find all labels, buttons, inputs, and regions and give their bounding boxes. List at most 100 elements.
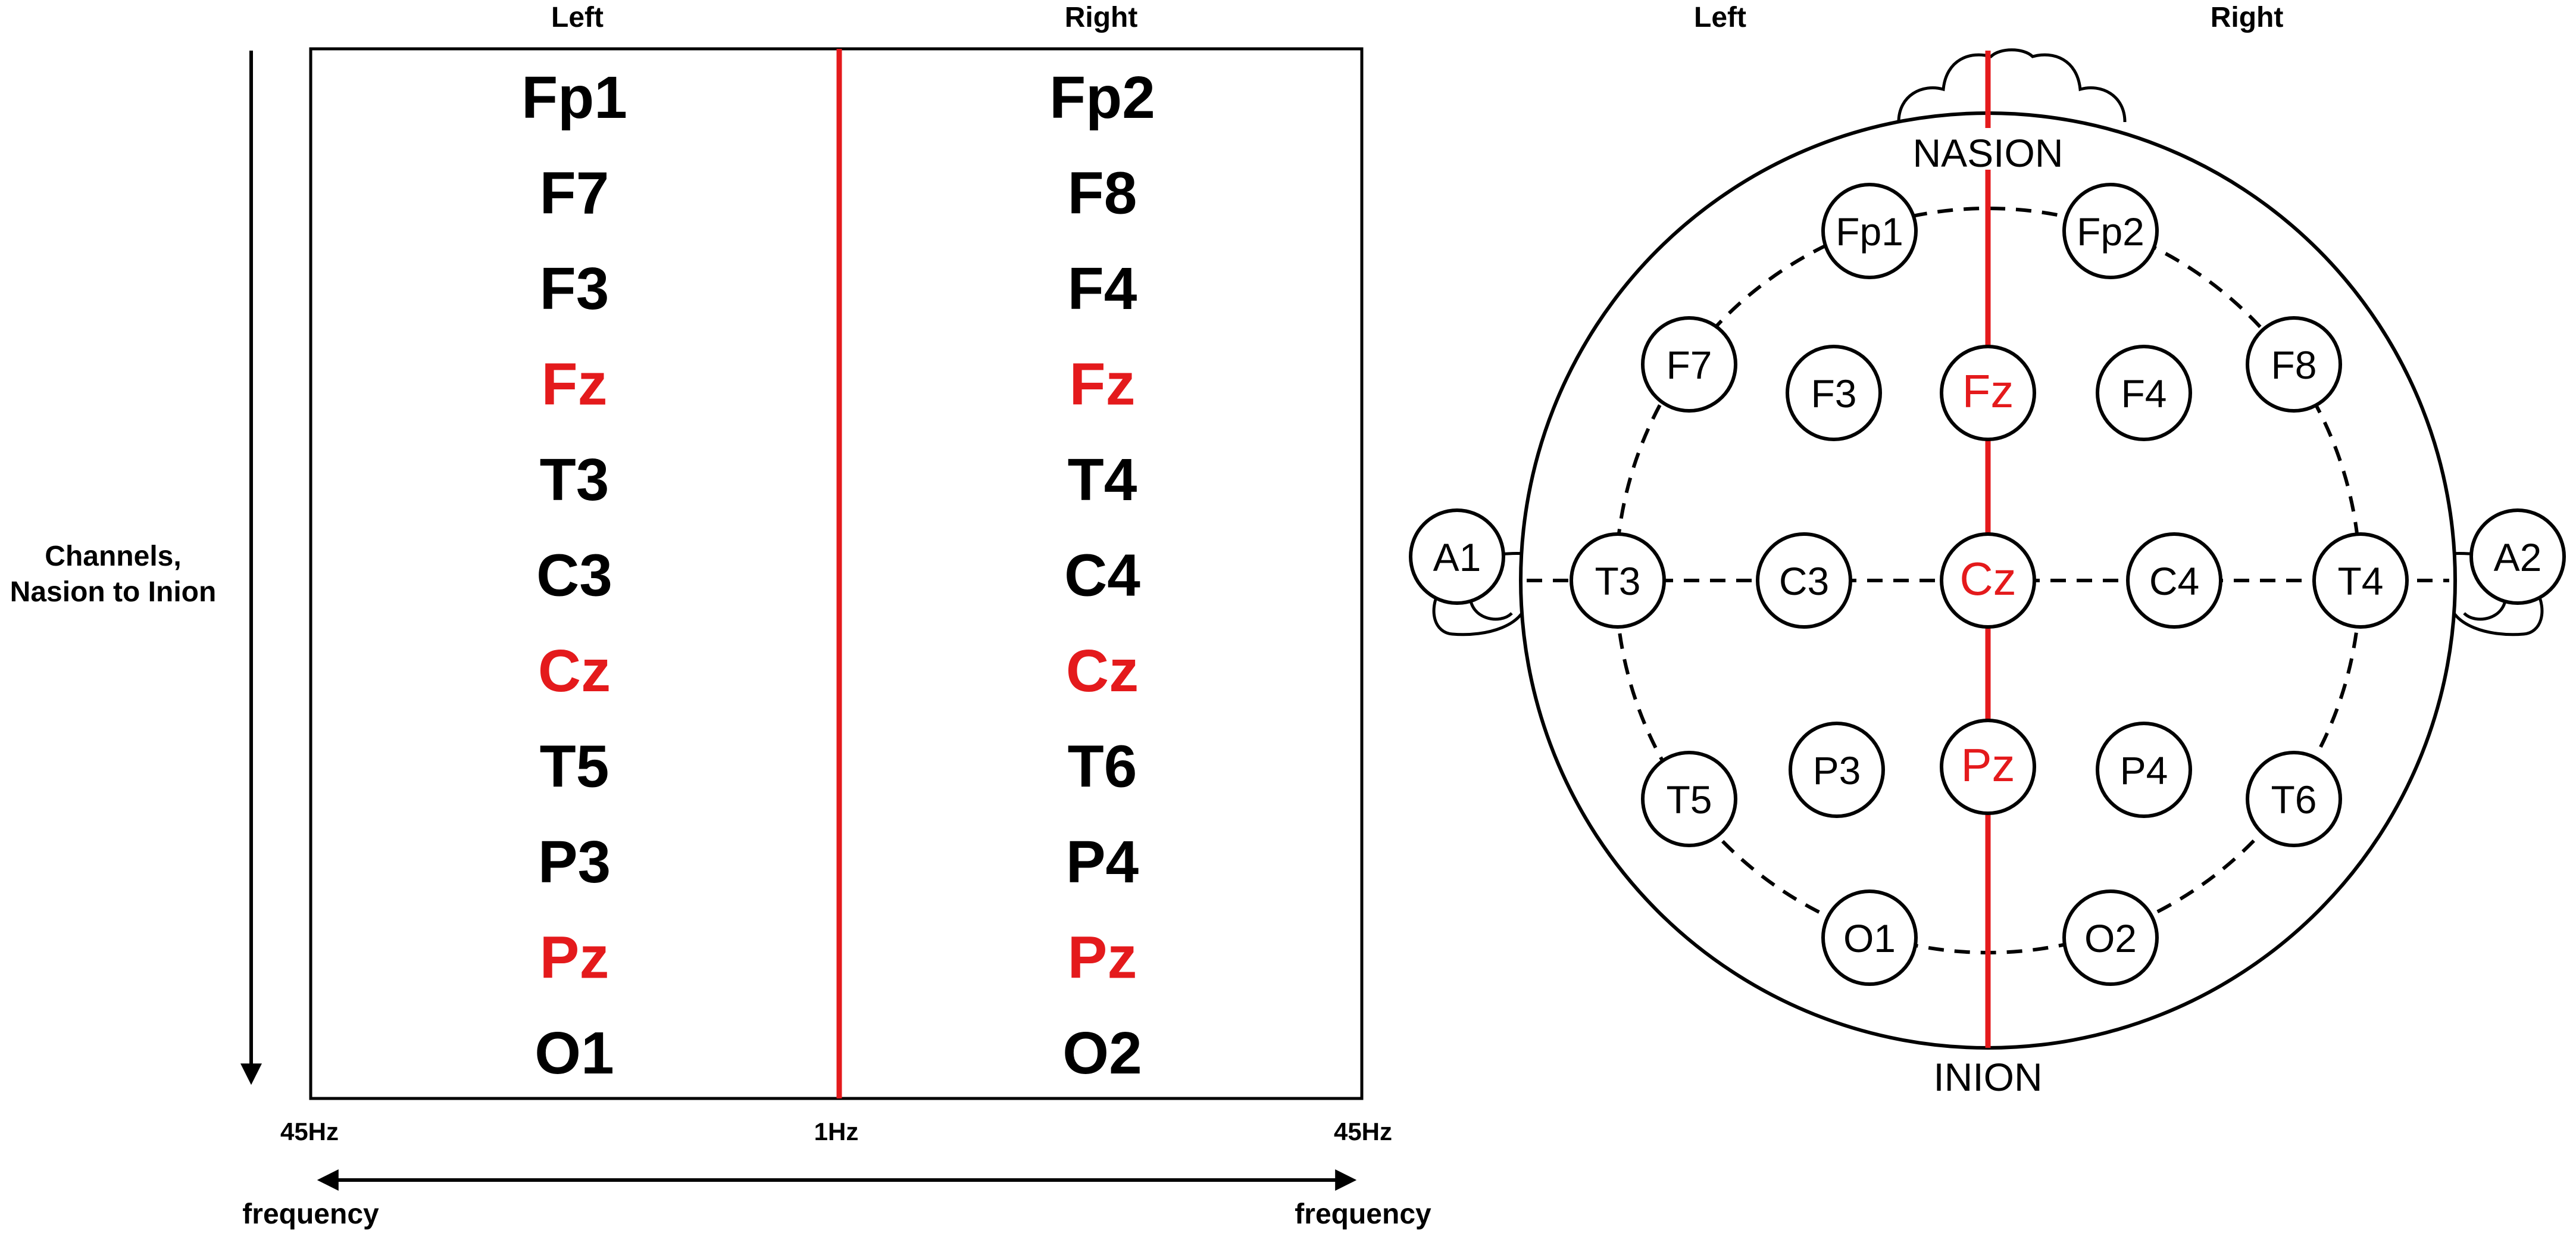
channel-label-right: O2 — [1062, 1020, 1142, 1087]
electrode-fz: Fz — [1940, 345, 2036, 441]
electrode-p4: P4 — [2096, 722, 2192, 818]
electrode-a1: A1 — [1409, 508, 1505, 605]
freq-label-left: frequency — [242, 1198, 379, 1230]
channel-label-left: F3 — [540, 255, 609, 322]
electrode-pz: Pz — [1940, 719, 2036, 815]
electrode-f7: F7 — [1641, 316, 1737, 413]
electrode-circle — [1940, 345, 2036, 441]
electrode-label: F7 — [1666, 343, 1712, 387]
electrode-f8: F8 — [2246, 316, 2342, 413]
channel-label-left: F7 — [540, 160, 609, 227]
electrode-circle — [1821, 183, 1918, 279]
channel-label-right: C4 — [1064, 542, 1140, 609]
electrode-circle — [1756, 532, 1852, 629]
freq-tick-right: 45Hz — [1334, 1118, 1392, 1146]
electrode-label: F4 — [2121, 372, 2167, 416]
channel-label-right: F4 — [1068, 255, 1137, 322]
head-header-right: Right — [2211, 2, 2284, 33]
electrode-label: A2 — [2494, 535, 2542, 579]
channel-label-left: O1 — [534, 1020, 614, 1087]
electrode-circle — [2246, 751, 2342, 847]
electrode-circle — [2062, 889, 2159, 986]
panel-header-left: Left — [551, 2, 604, 33]
nasion-label: NASION — [1912, 131, 2063, 175]
electrode-f3: F3 — [1786, 345, 1882, 441]
electrode-label: Fz — [1962, 365, 2014, 417]
electrode-cz: Cz — [1940, 532, 2036, 629]
electrode-circle — [1789, 722, 1885, 818]
electrode-fp1: Fp1 — [1821, 183, 1918, 279]
electrode-c4: C4 — [2126, 532, 2222, 629]
head-header-left: Left — [1694, 2, 1746, 33]
freq-tick-center: 1Hz — [814, 1118, 859, 1146]
channel-label-left: Fz — [541, 351, 607, 418]
electrode-circle — [1409, 508, 1505, 605]
electrode-label: C4 — [2149, 559, 2199, 603]
electrode-t4: T4 — [2312, 532, 2409, 629]
electrode-fp2: Fp2 — [2062, 183, 2159, 279]
electrode-circle — [1786, 345, 1882, 441]
electrode-label: C3 — [1779, 559, 1829, 603]
electrode-label: T5 — [1666, 778, 1712, 822]
electrode-circle — [1821, 889, 1918, 986]
electrode-label: T3 — [1595, 559, 1640, 603]
electrode-label: A1 — [1433, 535, 1481, 579]
electrode-circle — [1570, 532, 1666, 629]
electrode-label: T6 — [2271, 778, 2316, 822]
electrode-f4: F4 — [2096, 345, 2192, 441]
electrode-t5: T5 — [1641, 751, 1737, 847]
channel-grid-box — [309, 47, 1364, 1100]
inion-label: INION — [1933, 1055, 2042, 1099]
channel-label-right: P4 — [1066, 829, 1139, 895]
electrode-label: O2 — [2084, 916, 2137, 960]
electrode-p3: P3 — [1789, 722, 1885, 818]
electrode-circle — [2126, 532, 2222, 629]
channel-label-left: T5 — [540, 734, 609, 800]
electrode-circle — [2246, 316, 2342, 413]
electrode-circle — [2096, 345, 2192, 441]
electrode-circle — [2312, 532, 2409, 629]
channel-label-right: T6 — [1068, 734, 1137, 800]
electrode-label: Pz — [1961, 739, 2015, 791]
electrode-label: O1 — [1843, 916, 1896, 960]
electrode-circle — [2096, 722, 2192, 818]
channel-label-left: Pz — [540, 925, 609, 991]
nose-outline — [1897, 48, 2127, 123]
freq-label-right: frequency — [1295, 1198, 1431, 1230]
electrode-t6: T6 — [2246, 751, 2342, 847]
electrode-o1: O1 — [1821, 889, 1918, 986]
electrode-label: Cz — [1959, 553, 2016, 605]
electrode-t3: T3 — [1570, 532, 1666, 629]
electrode-a2: A2 — [2469, 508, 2566, 605]
channel-label-right: Cz — [1066, 638, 1139, 704]
channel-label-right: Pz — [1068, 925, 1137, 991]
electrode-circle — [2469, 508, 2566, 605]
electrode-label: Fp1 — [1836, 210, 1903, 254]
channel-axis-label-line1: Channels, — [45, 541, 181, 572]
channel-label-left: Fp1 — [521, 64, 627, 131]
channel-frequency-panel: Left Right Channels, Nasion to Inion Fp1… — [10, 2, 1431, 1230]
electrode-label: T4 — [2337, 559, 2383, 603]
freq-tick-left: 45Hz — [280, 1118, 339, 1146]
electrode-circle — [1940, 719, 2036, 815]
channel-label-right: Fp2 — [1049, 64, 1155, 131]
channel-label-right: F8 — [1068, 160, 1137, 227]
electrode-label: F8 — [2271, 343, 2316, 387]
electrode-label: F3 — [1811, 372, 1856, 416]
electrode-label: P3 — [1813, 748, 1861, 792]
electrode-label: Fp2 — [2077, 210, 2144, 254]
electrode-circle — [2062, 183, 2159, 279]
electrode-circle — [1940, 532, 2036, 629]
channel-label-left: T3 — [540, 447, 609, 513]
channel-axis-label-line2: Nasion to Inion — [10, 576, 217, 608]
electrode-circle — [1641, 316, 1737, 413]
channel-label-left: C3 — [536, 542, 612, 609]
panel-header-right: Right — [1065, 2, 1138, 33]
channel-label-left: P3 — [538, 829, 611, 895]
channel-label-right: T4 — [1068, 447, 1137, 513]
electrode-c3: C3 — [1756, 532, 1852, 629]
